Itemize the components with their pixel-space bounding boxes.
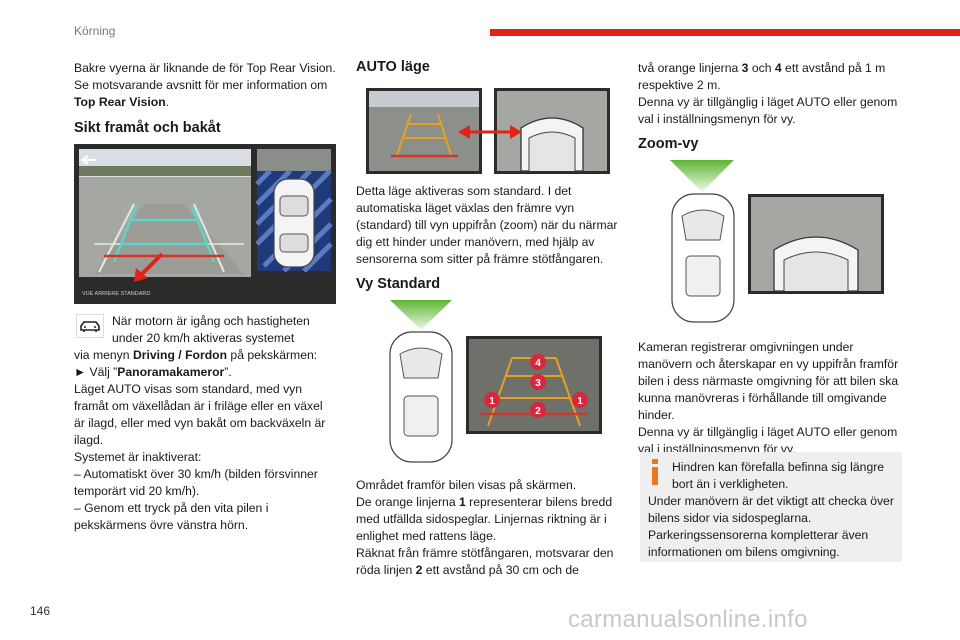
badge-1-left: 1 [489, 396, 495, 407]
intro-paragraph: Bakre vyerna är liknande de för Top Rear… [74, 61, 336, 109]
para-disabled: Systemet är inaktiverat: [74, 450, 202, 464]
std-para-2: De orange linjerna 1 representerar bilen… [356, 495, 613, 543]
para-auto-default: Läget AUTO visas som standard, med vyn f… [74, 382, 326, 447]
column-left-body: via menyn Driving / Fordon på pekskärmen… [74, 347, 336, 534]
zoom-description: Kameran registrerar omgivningen under ma… [638, 339, 902, 458]
step-select: ► Välj ”Panoramakameror”. [74, 365, 232, 379]
column-left: Bakre vyerna är liknande de för Top Rear… [74, 60, 336, 111]
badge-1-right: 1 [577, 396, 583, 407]
auto-mode-illustration [366, 88, 610, 174]
footer-watermark: carmanualsonline.info [568, 606, 808, 633]
distance-continued: två orange linjerna 3 och 4 ett avstånd … [638, 61, 886, 92]
car-icon [76, 314, 104, 338]
auto-description: Detta läge aktiveras som standard. I det… [356, 184, 618, 266]
std-para-3: Räknat från främre stötfångaren, motsvar… [356, 546, 614, 577]
std-para-1: Området framför bilen visas på skärmen. [356, 478, 577, 492]
info-box [640, 452, 902, 562]
column-right-top: två orange linjerna 3 och 4 ett avstånd … [638, 60, 902, 128]
badge-3: 3 [535, 378, 541, 389]
info-text-1: Hindren kan förefalla befinna sig längre… [672, 460, 885, 491]
para-menu: via menyn Driving / Fordon på pekskärmen… [74, 348, 318, 362]
header-accent-bar [490, 29, 960, 36]
section-title: Körning [74, 24, 116, 38]
standard-description: Området framför bilen visas på skärmen. … [356, 477, 618, 579]
zoom-para-1: Kameran registrerar omgivningen under ma… [638, 340, 899, 422]
para-indent: När motorn är igång och hastigheten unde… [112, 314, 310, 345]
page-number: 146 [30, 604, 51, 618]
screen-label: VUE ARRIERE STANDARD [82, 291, 150, 297]
info-text-rest: Under manövern är det viktigt att checka… [648, 493, 898, 561]
dash-item-2: – Genom ett tryck på den vita pilen i pe… [74, 501, 269, 532]
badge-4: 4 [535, 358, 541, 369]
heading-standard-view: Vy Standard [356, 276, 441, 292]
heading-auto-mode: AUTO läge [356, 59, 430, 75]
standard-view-illustration: 4 3 1 2 1 [389, 300, 602, 463]
badge-2: 2 [535, 406, 541, 417]
info-text-3: Parkeringssensorerna kompletterar även i… [648, 528, 869, 559]
camera-screen-front-rear: VUE ARRIERE STANDARD [74, 144, 336, 304]
dash-item-1: – Automatiskt över 30 km/h (bilden försv… [74, 467, 318, 498]
heading-zoom-view: Zoom-vy [638, 136, 699, 152]
heading-front-rear-view: Sikt framåt och bakåt [74, 120, 221, 136]
zoom-view-illustration [670, 160, 884, 323]
availability-std: Denna vy är tillgänglig i läget AUTO ell… [638, 95, 898, 126]
info-text-2: Under manövern är det viktigt att checka… [648, 494, 894, 525]
info-icon [652, 459, 658, 485]
